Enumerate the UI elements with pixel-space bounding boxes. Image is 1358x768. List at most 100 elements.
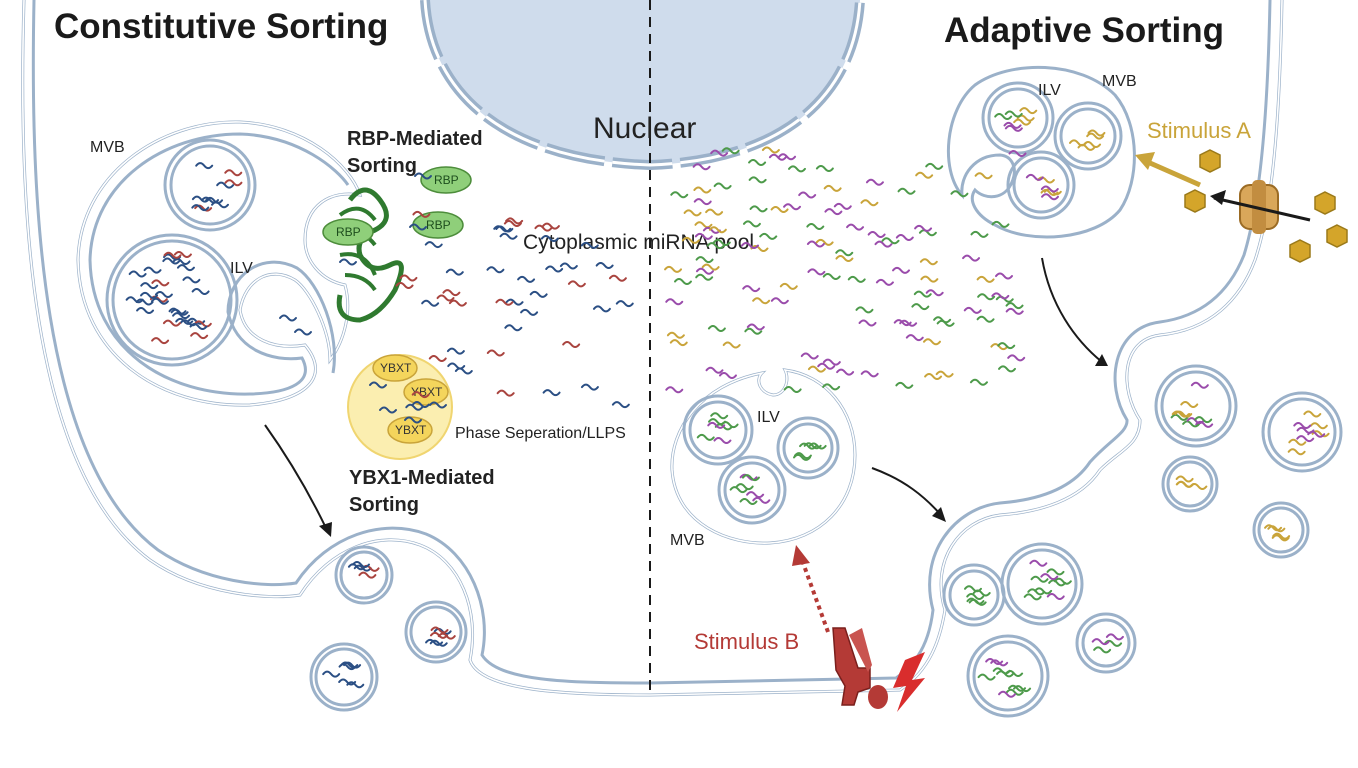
mirna-strand: [683, 209, 702, 217]
mirna-strand: [836, 368, 855, 376]
mirna-strand: [412, 210, 431, 218]
mirna-strand: [914, 224, 933, 232]
mirna-strand: [833, 202, 852, 210]
ybx1-mediated-label-2: Sorting: [349, 494, 419, 516]
mirna-strand: [739, 498, 758, 505]
mirna-strand: [991, 292, 1010, 300]
mirna-strand: [759, 232, 778, 240]
mirna-strand: [822, 273, 841, 281]
mirna-strand: [1029, 559, 1048, 567]
mirna-strand: [128, 270, 147, 278]
ilv-label-left: ILV: [230, 260, 253, 277]
mirna-strand: [1027, 588, 1046, 596]
mirna-strand: [994, 113, 1013, 121]
mirna-strand: [395, 282, 414, 290]
mirna-strand: [693, 186, 712, 194]
svg-text:RBP: RBP: [434, 173, 459, 187]
mirna-strand: [1087, 129, 1106, 137]
mirna-strand: [823, 184, 842, 192]
mirna-strand: [1267, 525, 1286, 533]
mirna-strand: [534, 224, 553, 232]
mirna-strand: [140, 291, 159, 299]
mirna-strand: [1025, 173, 1044, 181]
mirna-strand: [992, 667, 1011, 675]
mirna-strand: [1170, 413, 1189, 421]
mirna-strand: [404, 416, 422, 424]
mirna-strand: [798, 191, 817, 199]
mirna-strand: [748, 159, 767, 166]
mirna-strand: [493, 225, 512, 233]
mirna-strand: [1194, 416, 1213, 424]
mirna-strand: [748, 176, 767, 184]
mirna-strand: [701, 263, 720, 271]
svg-text:YBXT: YBXT: [380, 361, 412, 375]
mirna-strand: [815, 164, 834, 172]
mirna-strand: [346, 681, 365, 689]
mirna-strand: [924, 373, 943, 381]
mirna-strand: [824, 208, 843, 216]
mirna-strand: [835, 255, 854, 263]
mirna-strand: [977, 293, 996, 301]
mirna-strand: [670, 191, 689, 199]
mirna-strand: [172, 257, 191, 265]
mirna-strand: [1091, 638, 1110, 646]
mirna-strand: [892, 266, 911, 274]
mirna-strand: [1104, 639, 1123, 647]
mirna-strand: [1046, 568, 1065, 576]
mirna-strand: [925, 162, 944, 170]
mirna-strand: [976, 275, 995, 283]
svg-text:RBP: RBP: [426, 218, 451, 232]
mirna-strand: [970, 230, 989, 238]
mirna-strand: [615, 300, 634, 308]
mirna-strand: [874, 240, 893, 248]
mirna-strand: [347, 563, 366, 571]
mirna-strand: [710, 149, 729, 157]
mirna-strand: [721, 147, 740, 155]
mirna-strand: [976, 315, 995, 323]
mirna-strand: [1046, 592, 1065, 600]
mirna-strand: [1036, 176, 1055, 184]
mirna-strand: [915, 171, 934, 179]
mirna-strand: [352, 561, 371, 569]
mirna-strand: [504, 324, 523, 332]
mirna-strand: [1007, 354, 1026, 362]
mirna-strand: [746, 323, 765, 331]
ilv-label-center: ILV: [757, 409, 780, 426]
mirna-strand: [665, 386, 684, 394]
mirna-strand: [1005, 302, 1024, 310]
mirna-strand: [895, 234, 914, 242]
mirna-strand: [496, 389, 515, 397]
mirna-strand: [1030, 575, 1049, 583]
mirna-strand: [718, 371, 737, 379]
mirna-strand: [963, 306, 982, 314]
mvb-label-center: MVB: [670, 532, 705, 549]
mirna-strand: [694, 221, 713, 229]
mirna-strand: [486, 266, 505, 274]
arrow-heads: [319, 354, 1108, 537]
mirna-strand: [520, 308, 539, 316]
mirna-strand: [189, 323, 208, 331]
mirna-strand: [881, 237, 900, 245]
mirna-strand: [1190, 381, 1209, 389]
mirna-strand: [1048, 579, 1067, 587]
mirna-strand: [695, 267, 714, 275]
mirna-strand: [911, 303, 930, 311]
mirna-strand: [1053, 577, 1072, 585]
stimulus-a-arrow: [1135, 152, 1311, 222]
mirna-strand: [580, 383, 599, 391]
mirna-strand: [835, 249, 854, 257]
mirna-strand: [770, 205, 789, 213]
mirna-strand: [294, 328, 312, 336]
mirna-strand: [695, 256, 714, 264]
mirna-strand: [919, 258, 938, 266]
mirna-strand: [995, 272, 1014, 280]
rbp-coil-icon: [334, 187, 404, 323]
mirna-strand: [799, 442, 818, 450]
mirna-strand: [1182, 420, 1201, 428]
mirna-strand: [1174, 410, 1193, 418]
rbp-mediated-label-1: RBP-Mediated: [347, 128, 483, 150]
mirna-strand: [125, 296, 144, 304]
mirna-strand: [922, 338, 941, 346]
mirna-strand: [964, 585, 983, 593]
mirna-strand: [428, 354, 447, 362]
